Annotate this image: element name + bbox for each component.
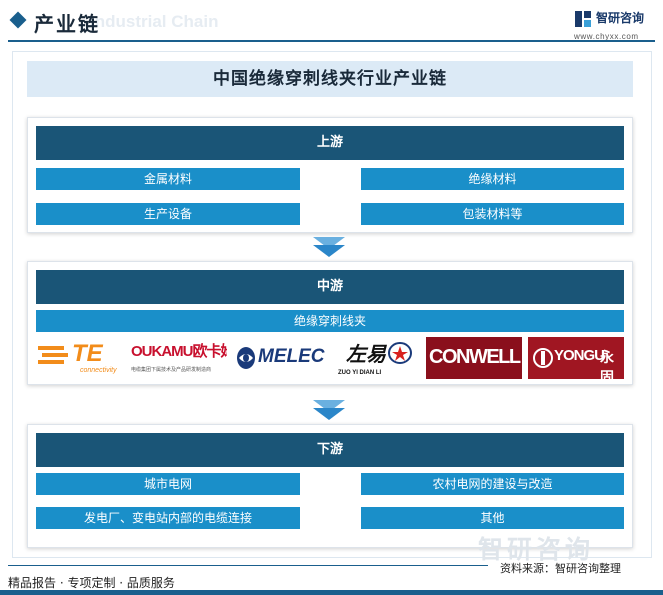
oukamu-logo-sub: 电缆集团下属技术及产品研发制造商 [131, 367, 212, 373]
conwell-logo-text: CONWELL [429, 346, 521, 368]
downstream-item-other: 其他 [361, 507, 624, 529]
upstream-item-metal: 金属材料 [36, 168, 300, 190]
logo-yongu: YONGU 永固 [528, 337, 624, 379]
upstream-label: 上游 [36, 126, 624, 160]
logo-oukamu: OUKAMU欧卡姆 电缆集团下属技术及产品研发制造商 [131, 337, 227, 379]
downstream-item-urban-grid: 城市电网 [36, 473, 300, 495]
te-logo-icon [38, 346, 68, 364]
upstream-item-insulation: 绝缘材料 [361, 168, 624, 190]
zuoyi-emblem-icon [388, 342, 412, 364]
diagram-title: 中国绝缘穿刺线夹行业产业链 [27, 61, 633, 97]
melec-logo-icon [237, 347, 255, 369]
yongu-logo-icon [533, 348, 553, 368]
header-divider [8, 40, 655, 42]
footer-bar [0, 590, 663, 595]
page-header: Industrial Chain 产业链 智研咨询 www.chyxx.com [0, 0, 663, 44]
logo-te: TE connectivity [36, 337, 128, 379]
yongu-logo-sub: 永固 [600, 350, 614, 379]
logo-melec: MELEC [234, 337, 328, 379]
te-logo-text: TE [72, 340, 103, 367]
melec-logo-text: MELEC [258, 346, 325, 367]
brand-url: www.chyxx.com [574, 32, 639, 41]
brand-name: 智研咨询 [596, 11, 645, 25]
zuoyi-logo-sub: ZUO YI DIAN LI [338, 370, 382, 376]
oukamu-logo-text: OUKAMU欧卡姆 [131, 343, 227, 360]
footer-slogan: 精品报告 · 专项定制 · 品质服务 [8, 576, 175, 590]
logo-zuoyi: 左易 ZUO YI DIAN LI [336, 337, 420, 379]
midstream-label: 中游 [36, 270, 624, 304]
brand-logo: 智研咨询 www.chyxx.com [574, 8, 660, 41]
zuoyi-logo-text: 左易 [346, 342, 386, 366]
page-title: 产业链 [34, 12, 100, 36]
yongu-logo-text: YONGU [554, 347, 605, 364]
down-arrow-icon [313, 400, 345, 420]
downstream-label: 下游 [36, 433, 624, 467]
down-arrow-icon [313, 237, 345, 257]
header-subtitle-en: Industrial Chain [90, 12, 219, 31]
downstream-item-power-plant: 发电厂、变电站内部的电缆连接 [36, 507, 300, 529]
diamond-icon [9, 11, 27, 29]
downstream-item-rural-grid: 农村电网的建设与改造 [361, 473, 624, 495]
brand-mark-icon [575, 11, 591, 27]
te-logo-sub: connectivity [80, 367, 117, 374]
footer-watermark: 智研咨询 [478, 535, 595, 564]
upstream-section: 上游 金属材料 绝缘材料 生产设备 包装材料等 [27, 117, 633, 233]
downstream-section: 下游 城市电网 农村电网的建设与改造 发电厂、变电站内部的电缆连接 其他 [27, 424, 633, 548]
source-note: 资料来源：智研咨询整理 [500, 562, 621, 575]
midstream-product: 绝缘穿刺线夹 [36, 310, 624, 332]
upstream-item-packaging: 包装材料等 [361, 203, 624, 225]
logo-conwell: CONWELL [426, 337, 522, 379]
footer-divider [8, 565, 488, 566]
upstream-item-equipment: 生产设备 [36, 203, 300, 225]
